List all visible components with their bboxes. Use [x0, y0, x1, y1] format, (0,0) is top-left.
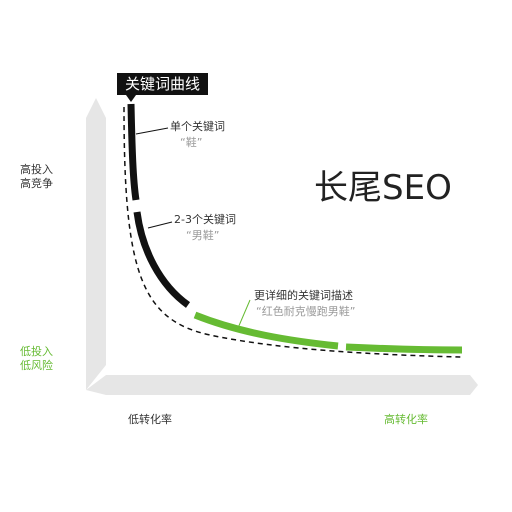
- segment-single-keyword: [127, 103, 140, 201]
- segment-example-detailed: “红色耐克慢跑男鞋”: [256, 305, 356, 318]
- x-axis: [86, 375, 478, 395]
- dashed-curve: [123, 106, 463, 358]
- segment-example-single: “鞋”: [180, 136, 203, 149]
- x-left-label: 低转化率: [128, 413, 172, 426]
- y-top-label-1: 高投入: [20, 163, 53, 176]
- connector-detailed: [237, 299, 251, 329]
- y-top-label-2: 高竞争: [20, 177, 53, 190]
- y-bottom-label-1: 低投入: [20, 345, 53, 358]
- diagram-title: 长尾SEO: [314, 168, 452, 208]
- segment-detailed-keywords-b: [345, 343, 463, 354]
- segment-two-three-keywords: [133, 211, 191, 308]
- y-bottom-label-2: 低风险: [20, 359, 53, 372]
- connector-single: [135, 127, 169, 135]
- segment-detailed-keywords-a: [193, 311, 339, 350]
- curve-label-pointer: [126, 95, 136, 102]
- segment-example-two-three: “男鞋”: [186, 229, 220, 242]
- segment-label-detailed: 更详细的关键词描述: [254, 289, 353, 302]
- segment-label-single: 单个关键词: [170, 120, 225, 133]
- curve-label: 关键词曲线: [117, 73, 209, 95]
- y-axis: [86, 98, 106, 390]
- connector-two-three: [147, 221, 173, 229]
- segment-label-two-three: 2-3个关键词: [174, 213, 236, 226]
- x-right-label: 高转化率: [384, 413, 428, 426]
